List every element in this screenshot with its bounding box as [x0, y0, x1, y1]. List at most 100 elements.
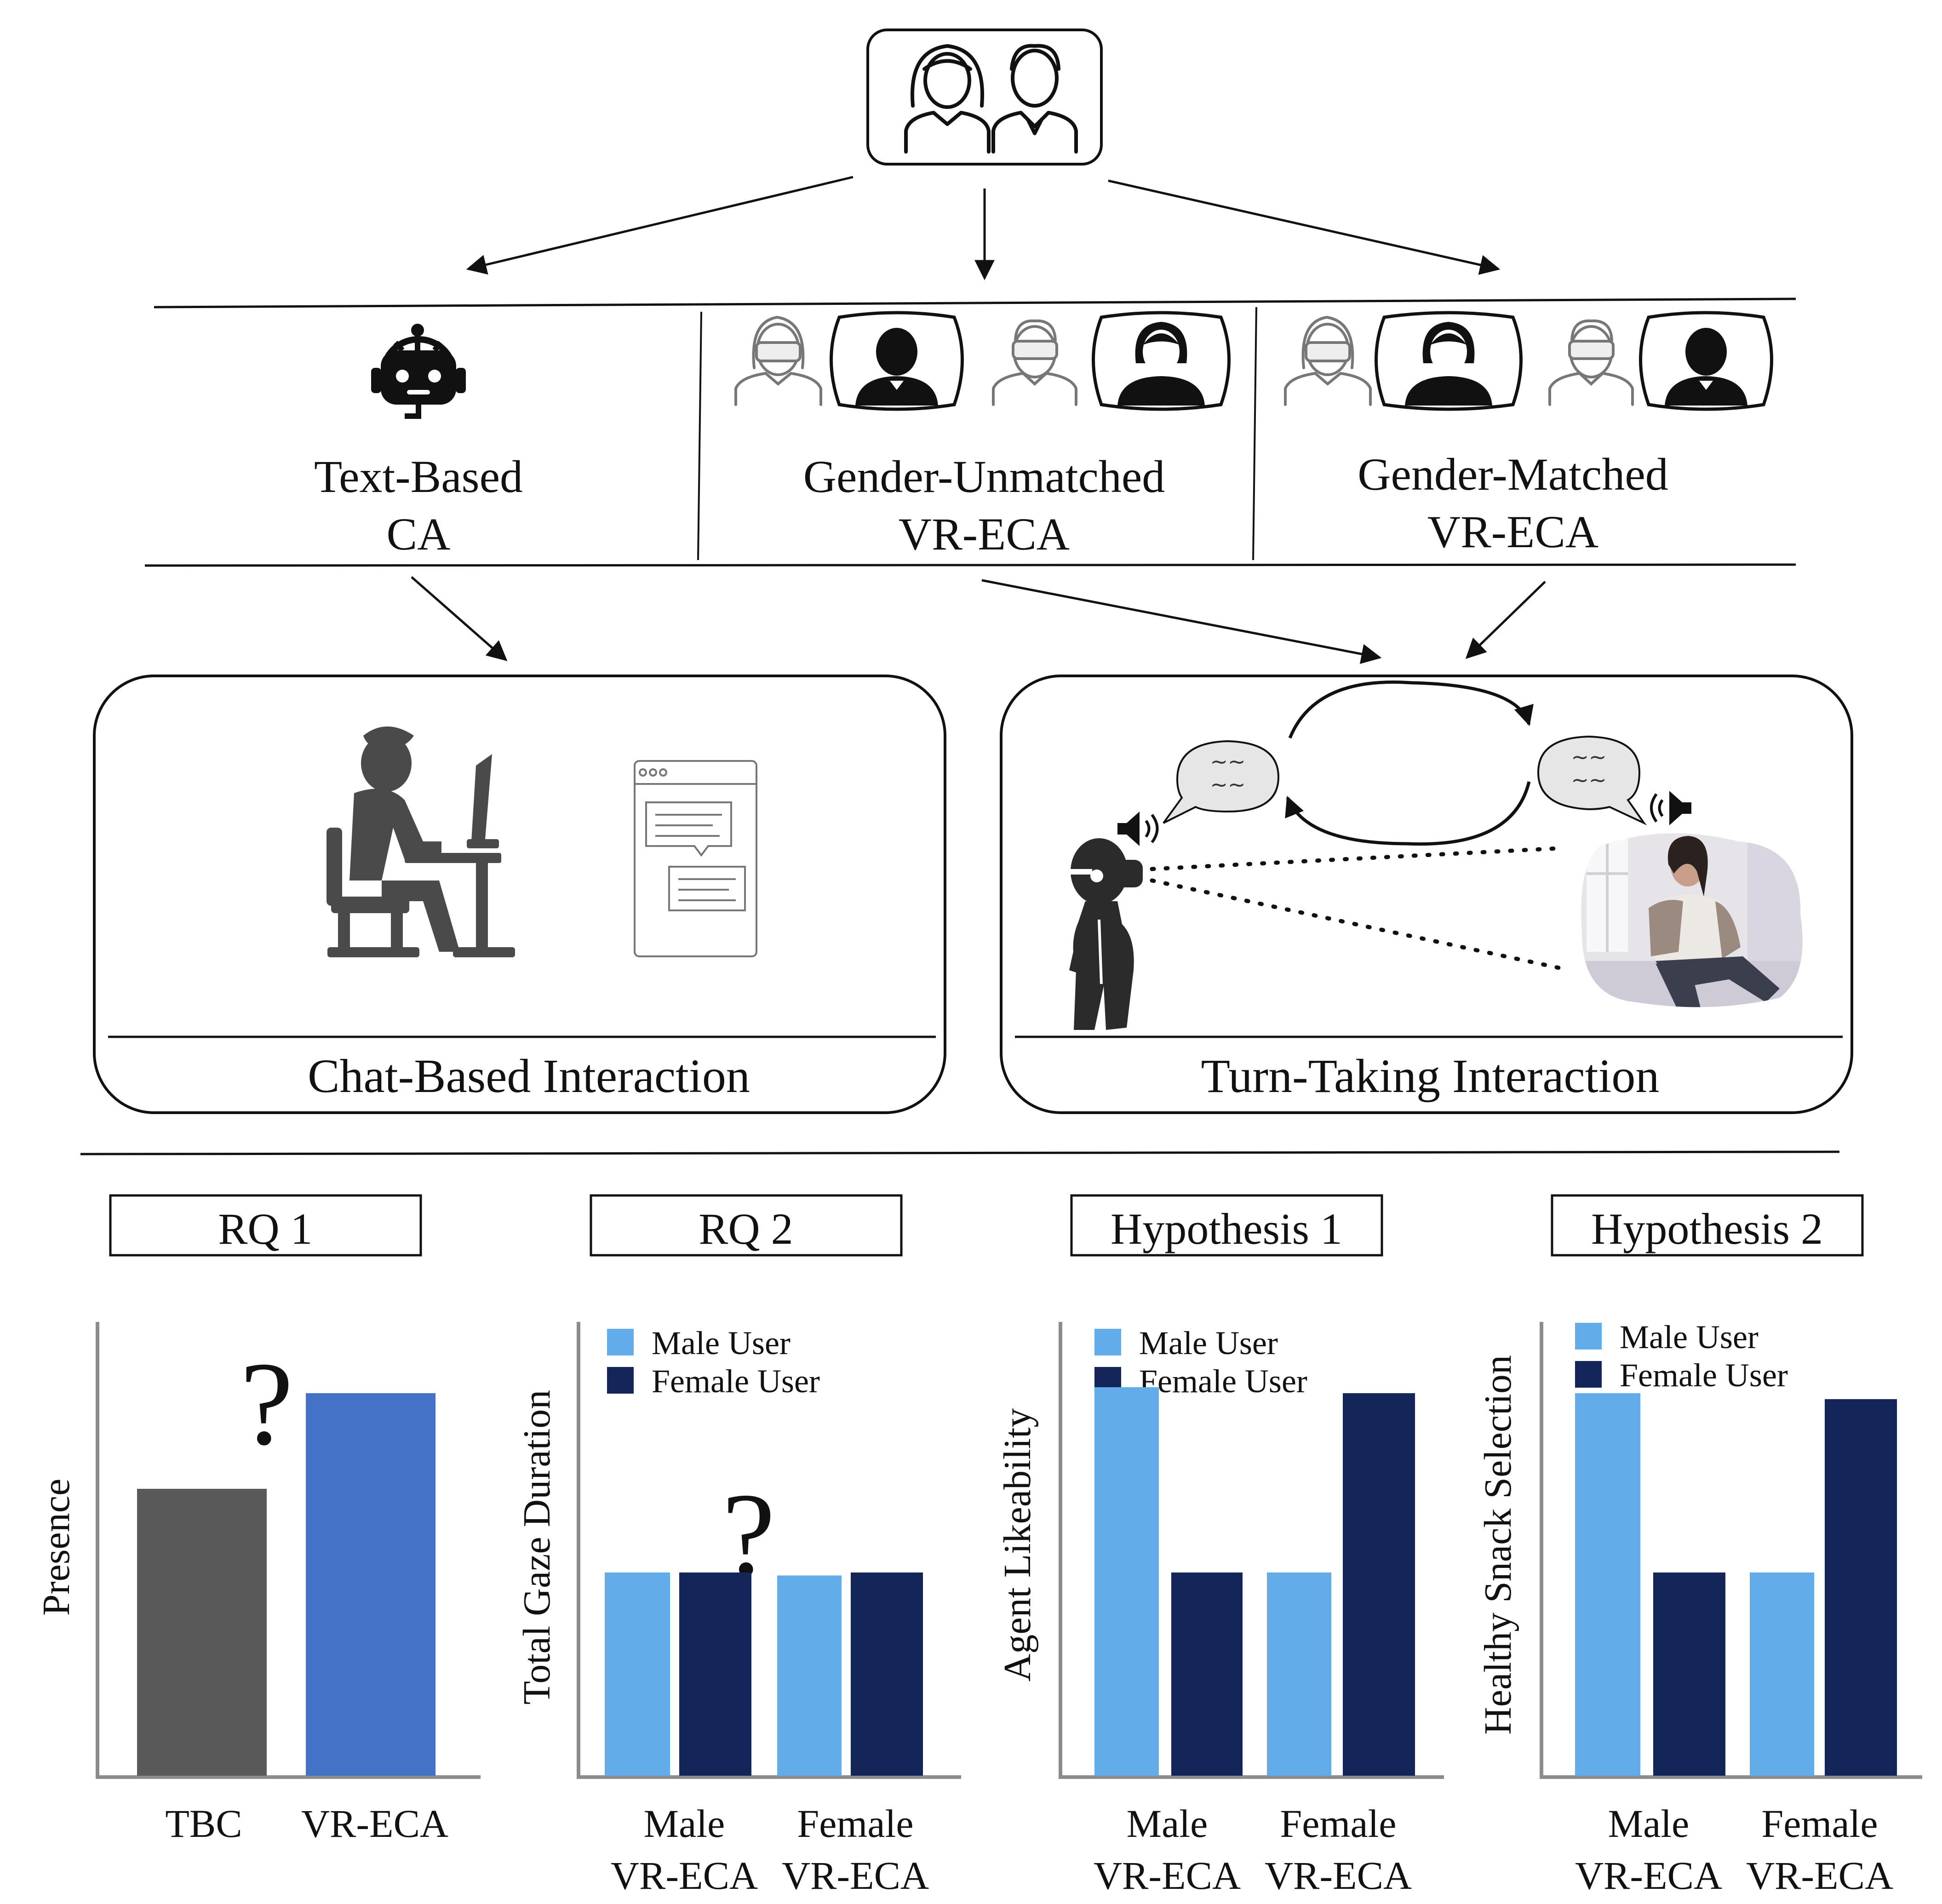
- chart-rq1-title: RQ 1: [218, 1204, 312, 1253]
- chart-hypothesis1-ylabel: Agent Likeability: [996, 1408, 1039, 1682]
- chart-rq1-axes: [96, 1322, 481, 1779]
- svg-text:~~: ~~: [1210, 749, 1245, 774]
- legend-male-user: Male User: [1139, 1325, 1278, 1361]
- vr-user-male-icon: [1548, 319, 1634, 406]
- speech-bubble-icon: ~~ ~~: [1163, 740, 1280, 824]
- chart-hypothesis2-xtick: VR-ECA: [1575, 1853, 1722, 1898]
- condition-gender-unmatched-line2: VR-ECA: [899, 509, 1070, 560]
- chart-rq1: RQ 1 Presence ? TBC VR-ECA: [35, 1194, 481, 1846]
- vr-user-male-icon: [992, 319, 1077, 406]
- bar: [137, 1489, 267, 1776]
- section-divider: [80, 1150, 1840, 1155]
- interaction-arrows: [411, 576, 1546, 664]
- chart-hypothesis2-legend: Male User Female User: [1575, 1319, 1788, 1394]
- participants-pair-icon: [904, 44, 1078, 154]
- chart-hypothesis1-title: Hypothesis 1: [1111, 1204, 1342, 1253]
- chat-window-icon: [634, 760, 757, 957]
- legend-male-user: Male User: [1620, 1319, 1759, 1355]
- chart-hypothesis1-bars: [1094, 1387, 1415, 1776]
- bar-male-user: [1750, 1572, 1814, 1776]
- svg-text:~~: ~~: [1210, 772, 1245, 797]
- condition-text-based-line2: CA: [387, 509, 451, 560]
- chart-hypothesis2: Hypothesis 2 Healthy Snack Selection Mal…: [1477, 1194, 1922, 1898]
- chart-rq2-bars: [605, 1572, 923, 1776]
- bar-male-user: [1575, 1393, 1640, 1776]
- chat-based-interaction-box: Chat-Based Interaction: [93, 675, 946, 1114]
- gaze-lines: [1150, 846, 1561, 970]
- chart-rq2-ylabel: Total Gaze Duration: [516, 1390, 558, 1705]
- chart-rq2-xtick: Male: [644, 1801, 725, 1846]
- chart-hypothesis1-axes: [1059, 1322, 1444, 1779]
- turn-cycle-arrows: [1285, 680, 1534, 846]
- vr-headset-user-icon: [1069, 838, 1143, 1030]
- bar: [306, 1393, 435, 1776]
- chart-hypothesis1-xtick: VR-ECA: [1265, 1853, 1412, 1898]
- bar-female-user: [679, 1572, 751, 1776]
- chart-hypothesis2-title: Hypothesis 2: [1591, 1204, 1823, 1253]
- speaker-icon: [1650, 791, 1691, 825]
- turn-taking-interaction-label: Turn-Taking Interaction: [1201, 1050, 1660, 1103]
- bar-female-user: [1825, 1399, 1897, 1776]
- chart-rq2-legend: Male User Female User: [607, 1325, 820, 1400]
- bar-male-user: [605, 1572, 670, 1776]
- chatbot-headset-icon: [371, 324, 466, 419]
- condition-gender-matched-line2: VR-ECA: [1427, 506, 1598, 557]
- chart-hypothesis1-xtick: VR-ECA: [1094, 1853, 1241, 1898]
- vr-user-female-icon: [734, 315, 822, 406]
- gender-unmatched-icons: [734, 311, 1231, 411]
- turn-taking-interaction-box: Turn-Taking Interaction ~~ ~~ ~~ ~~: [1000, 675, 1853, 1114]
- condition-text-based-line1: Text-Based: [314, 451, 523, 502]
- chart-rq2-xtick: VR-ECA: [611, 1853, 758, 1898]
- chart-rq2: RQ 2 Total Gaze Duration ? Male User Fem…: [516, 1194, 961, 1898]
- condition-gender-matched-line1: Gender-Matched: [1358, 449, 1668, 500]
- chart-rq2-xtick: VR-ECA: [782, 1853, 929, 1898]
- legend-female-user: Female User: [652, 1363, 820, 1400]
- assignment-arrows: [466, 176, 1501, 280]
- agent-male-framed-icon: [830, 311, 964, 411]
- conditions-table: [144, 297, 1796, 567]
- chart-rq2-title: RQ 2: [699, 1204, 793, 1253]
- legend-female-user: Female User: [1620, 1357, 1788, 1394]
- chart-hypothesis2-xtick: VR-ECA: [1746, 1853, 1893, 1898]
- bar-male-user: [1267, 1572, 1331, 1776]
- bar-male-user: [1094, 1387, 1159, 1776]
- chart-hypothesis1-xtick: Male: [1127, 1801, 1208, 1846]
- agent-male-framed-icon: [1639, 311, 1773, 411]
- bar-male-user: [777, 1575, 842, 1776]
- chart-hypothesis1-xtick: Female: [1280, 1801, 1396, 1846]
- chart-hypothesis1-legend: Male User Female User: [1094, 1325, 1307, 1400]
- agent-female-framed-icon: [1092, 311, 1231, 411]
- chat-based-interaction-label: Chat-Based Interaction: [308, 1050, 750, 1103]
- chart-hypothesis2-axes: [1540, 1322, 1922, 1779]
- virtual-agent-avatar-image: [1581, 833, 1803, 1007]
- svg-text:~~: ~~: [1571, 767, 1606, 792]
- chart-rq1-bars: [137, 1393, 435, 1776]
- chart-hypothesis2-bars: [1575, 1393, 1897, 1776]
- vr-user-female-icon: [1284, 315, 1372, 406]
- chart-rq2-axes: [577, 1322, 961, 1779]
- legend-male-user: Male User: [652, 1325, 791, 1361]
- speaker-icon: [1117, 812, 1159, 846]
- chart-rq1-annotation: ?: [240, 1338, 293, 1470]
- chart-hypothesis1: Hypothesis 1 Agent Likeability Male User…: [996, 1194, 1444, 1898]
- gender-matched-icons: [1284, 311, 1773, 411]
- chart-hypothesis2-xtick: Female: [1761, 1801, 1878, 1846]
- bar-female-user: [851, 1572, 923, 1776]
- agent-female-framed-icon: [1375, 311, 1523, 411]
- participants-box: [866, 29, 1103, 166]
- chart-rq1-xtick: TBC: [165, 1801, 242, 1846]
- legend-female-user: Female User: [1139, 1363, 1307, 1400]
- chart-rq1-ylabel: Presence: [35, 1479, 78, 1616]
- svg-text:~~: ~~: [1571, 744, 1606, 769]
- bar-female-user: [1343, 1393, 1415, 1776]
- bar-female-user: [1653, 1572, 1725, 1776]
- bar-female-user: [1171, 1572, 1243, 1776]
- chart-rq1-xtick: VR-ECA: [301, 1801, 448, 1846]
- condition-gender-unmatched-line1: Gender-Unmatched: [803, 451, 1165, 502]
- chart-hypothesis2-ylabel: Healthy Snack Selection: [1477, 1355, 1519, 1735]
- chart-hypothesis2-xtick: Male: [1608, 1801, 1690, 1846]
- person-at-desk-computer-icon: [327, 726, 515, 957]
- speech-bubble-icon: ~~ ~~: [1537, 735, 1647, 825]
- chart-rq2-xtick: Female: [797, 1801, 913, 1846]
